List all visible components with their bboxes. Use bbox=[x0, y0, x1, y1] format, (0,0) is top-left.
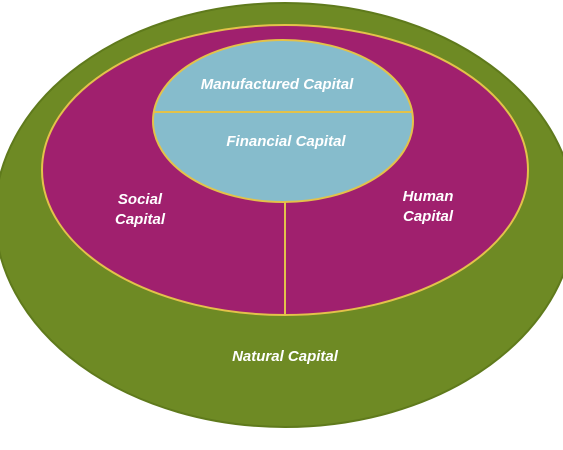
manufactured-capital-label: Manufactured Capital bbox=[201, 76, 354, 93]
social-capital-label-line2: Capital bbox=[115, 211, 166, 228]
human-capital-label-line1: Human bbox=[403, 188, 454, 205]
financial-capital-label: Financial Capital bbox=[226, 133, 346, 150]
natural-capital-label: Natural Capital bbox=[232, 348, 339, 365]
core-capital-ellipse bbox=[152, 39, 414, 203]
social-capital-label-line1: Social bbox=[118, 191, 163, 208]
human-capital-label-line2: Capital bbox=[403, 208, 454, 225]
